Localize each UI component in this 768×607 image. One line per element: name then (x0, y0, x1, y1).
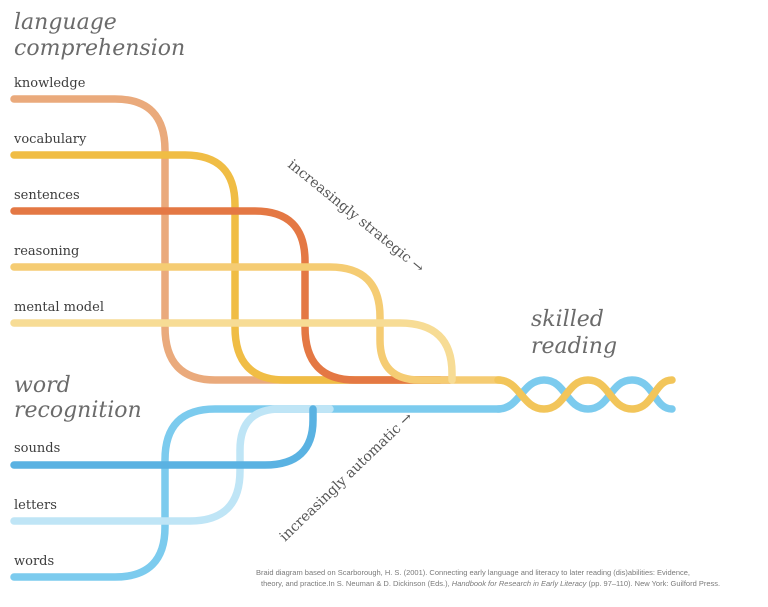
citation-line-1: Braid diagram based on Scarborough, H. S… (256, 568, 690, 577)
knowledge-strand (10, 95, 444, 384)
words-strand (10, 405, 504, 581)
citation-line-2: theory, and practice.In S. Neuman & D. D… (261, 579, 720, 588)
sentences-strand (10, 207, 454, 384)
label-knowledge: knowledge (14, 76, 86, 91)
language-title-line1: language (14, 10, 117, 35)
letters-strand (10, 405, 334, 525)
label-vocabulary: vocabulary (13, 132, 87, 147)
citation-line-2-start: theory, and practice.In S. Neuman & D. D… (261, 579, 452, 588)
label-words: words (14, 554, 54, 569)
result-title-line2: reading (531, 334, 617, 359)
word-title-line1: word (14, 373, 71, 398)
reasoning-strand (10, 263, 504, 384)
increasingly-automatic-note: increasingly automatic → (277, 409, 417, 545)
mental-model-strand (10, 319, 456, 384)
label-mental-model: mental model (14, 300, 104, 315)
language-title-line2: comprehension (14, 36, 185, 61)
citation-book-title: Handbook for Research in Early Literacy (452, 579, 588, 588)
word-title-line2: recognition (14, 398, 142, 423)
sounds-strand (10, 405, 317, 469)
label-sounds: sounds (14, 441, 60, 456)
citation-line-2-end: (pp. 97–110). New York: Guilford Press. (586, 579, 720, 588)
word-recognition-rope (494, 376, 676, 413)
label-reasoning: reasoning (14, 244, 79, 259)
result-title-line1: skilled (531, 307, 604, 332)
label-sentences: sentences (14, 188, 80, 203)
label-letters: letters (14, 498, 57, 513)
language-comprehension-rope (494, 376, 676, 413)
